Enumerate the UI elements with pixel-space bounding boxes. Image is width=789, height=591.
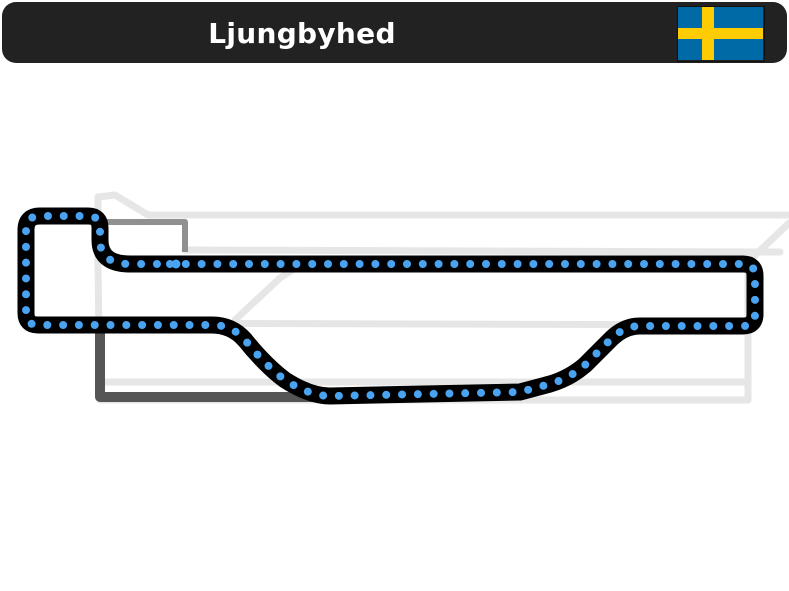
track-title: Ljungbyhed bbox=[208, 17, 396, 50]
alternate-bottom-link bbox=[95, 330, 315, 402]
inactive-diagonal-link bbox=[231, 261, 304, 324]
inactive-mid-straight bbox=[181, 246, 784, 256]
active-track-outline bbox=[17, 207, 764, 405]
header-bar: Ljungbyhed bbox=[2, 2, 787, 63]
start-finish-marker bbox=[171, 259, 181, 269]
alternate-top-link bbox=[100, 219, 188, 252]
flag-cross-horizontal bbox=[678, 28, 763, 39]
alternate-layout bbox=[95, 219, 315, 402]
sweden-flag-icon bbox=[677, 6, 765, 62]
inactive-layouts bbox=[94, 191, 789, 404]
flag-graphic bbox=[678, 7, 763, 60]
active-track-dots bbox=[22, 212, 759, 401]
inactive-top-straight bbox=[94, 191, 789, 219]
inactive-outer-loop bbox=[94, 193, 789, 404]
